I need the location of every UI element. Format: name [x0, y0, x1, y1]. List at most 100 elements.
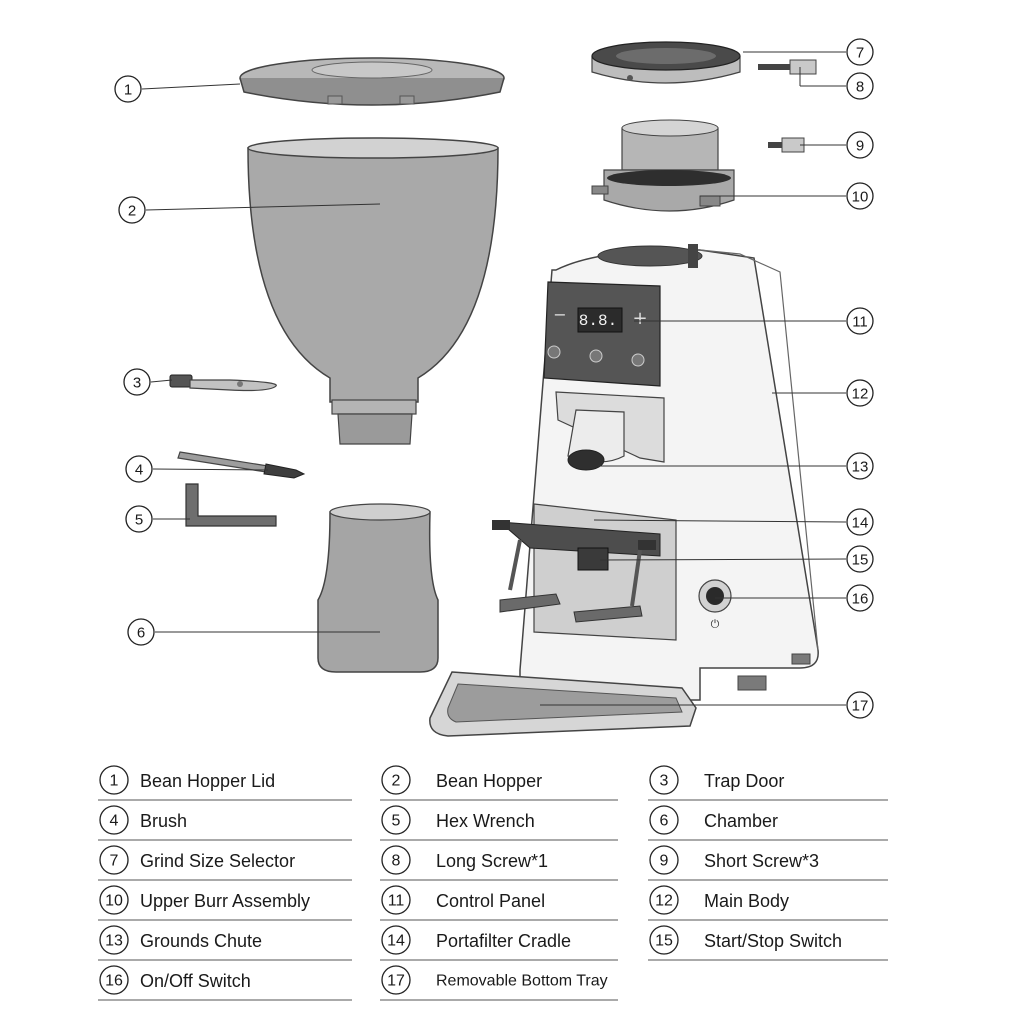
short-screw: [768, 137, 805, 153]
legend-label: Trap Door: [704, 771, 784, 791]
callout-number: 10: [852, 189, 869, 206]
legend-label: Hex Wrench: [436, 811, 535, 831]
grind-size-selector: [591, 41, 741, 84]
legend-number-circle: [99, 925, 129, 955]
on-off-switch: ⏻: [698, 579, 732, 631]
callout-13: 13: [846, 452, 874, 480]
settings-button-icon: [631, 353, 645, 367]
callout-number: 6: [137, 625, 145, 642]
legend-item-9: 9 Short Screw*3: [648, 845, 888, 881]
legend-item-16: 16 On/Off Switch: [98, 965, 352, 1001]
legend-number: 3: [660, 773, 669, 790]
legend-item-15: 15 Start/Stop Switch: [648, 925, 888, 961]
callout-number: 13: [852, 459, 869, 476]
start-stop-switch: [577, 547, 609, 571]
callout-9: 9: [846, 131, 874, 159]
callout-6: 6: [127, 618, 155, 646]
legend-label: Removable Bottom Tray: [436, 973, 608, 990]
legend-label: Grounds Chute: [140, 931, 262, 951]
callout-circle: [125, 455, 153, 483]
control-panel: 8.8. − +: [543, 281, 661, 387]
portafilter-cradle: [492, 503, 677, 641]
callout-5: 5: [125, 505, 153, 533]
callout-number: 12: [852, 386, 869, 403]
chamber: [317, 503, 439, 673]
callout-12: 12: [846, 379, 874, 407]
callout-circle: [846, 508, 874, 536]
upper-burr-assembly: [591, 119, 735, 212]
callout-8: 8: [846, 72, 874, 100]
legend-number: 11: [388, 893, 405, 910]
legend-number: 5: [392, 813, 401, 830]
callout-3: 3: [123, 368, 151, 396]
legend-item-10: 10 Upper Burr Assembly: [98, 885, 352, 921]
callout-number: 3: [133, 375, 141, 392]
bean-hopper: [247, 137, 499, 445]
legend-label: Brush: [140, 811, 187, 831]
bean-hopper-lid: [239, 57, 505, 106]
callout-11: 11: [846, 307, 874, 335]
legend-label: Short Screw*3: [704, 851, 819, 871]
legend-item-5: 5 Hex Wrench: [380, 805, 618, 841]
legend-item-3: 3 Trap Door: [648, 765, 888, 801]
callout-circle: [846, 545, 874, 573]
legend-number-circle: [99, 885, 129, 915]
callout-circle: [123, 368, 151, 396]
callout-circle: [846, 38, 874, 66]
legend-label: On/Off Switch: [140, 971, 251, 991]
legend-number: 8: [392, 853, 401, 870]
legend-number: 12: [655, 893, 673, 910]
legend-number: 10: [105, 893, 123, 910]
legend-number: 1: [110, 773, 119, 790]
legend-number-circle: [99, 805, 129, 835]
callout-number: 17: [852, 698, 869, 715]
callout-4: 4: [125, 455, 153, 483]
callout-number: 2: [128, 203, 136, 220]
callout-17: 17: [846, 691, 874, 719]
legend-number-circle: [649, 925, 679, 955]
callout-circle: [846, 584, 874, 612]
legend-label: Bean Hopper: [436, 771, 542, 791]
callout-number: 11: [852, 314, 868, 331]
callout-number: 7: [856, 45, 864, 62]
legend-number: 14: [387, 933, 405, 950]
legend-label: Upper Burr Assembly: [140, 891, 310, 911]
legend-number-circle: [381, 885, 411, 915]
grounds-chute: [555, 391, 665, 471]
callout-number: 1: [124, 82, 132, 99]
plus-icon: +: [632, 308, 647, 329]
legend-number: 16: [105, 973, 123, 990]
callout-circle: [846, 452, 874, 480]
legend-number-circle: [99, 965, 129, 995]
legend-label: Start/Stop Switch: [704, 931, 842, 951]
hex-wrench: [185, 483, 277, 527]
callout-circle: [125, 505, 153, 533]
callout-7: 7: [846, 38, 874, 66]
legend-number: 2: [392, 773, 401, 790]
legend-number-circle: [381, 845, 411, 875]
callout-number: 5: [135, 512, 143, 529]
callout-2: 2: [118, 196, 146, 224]
legend-number-circle: [381, 965, 411, 995]
legend-number: 15: [655, 933, 673, 950]
legend-label: Grind Size Selector: [140, 851, 295, 871]
legend-number: 13: [105, 933, 123, 950]
leader-lines: [141, 51, 847, 706]
legend-number-circle: [649, 765, 679, 795]
legend-number-circle: [381, 925, 411, 955]
legend-number-circle: [381, 765, 411, 795]
legend-number-circle: [99, 845, 129, 875]
legend-number: 9: [660, 853, 669, 870]
legend-item-13: 13 Grounds Chute: [98, 925, 352, 961]
minus-icon: −: [553, 305, 566, 324]
legend-number: 4: [110, 813, 119, 830]
callout-circle: [118, 196, 146, 224]
power-icon: ⏻: [711, 618, 720, 631]
